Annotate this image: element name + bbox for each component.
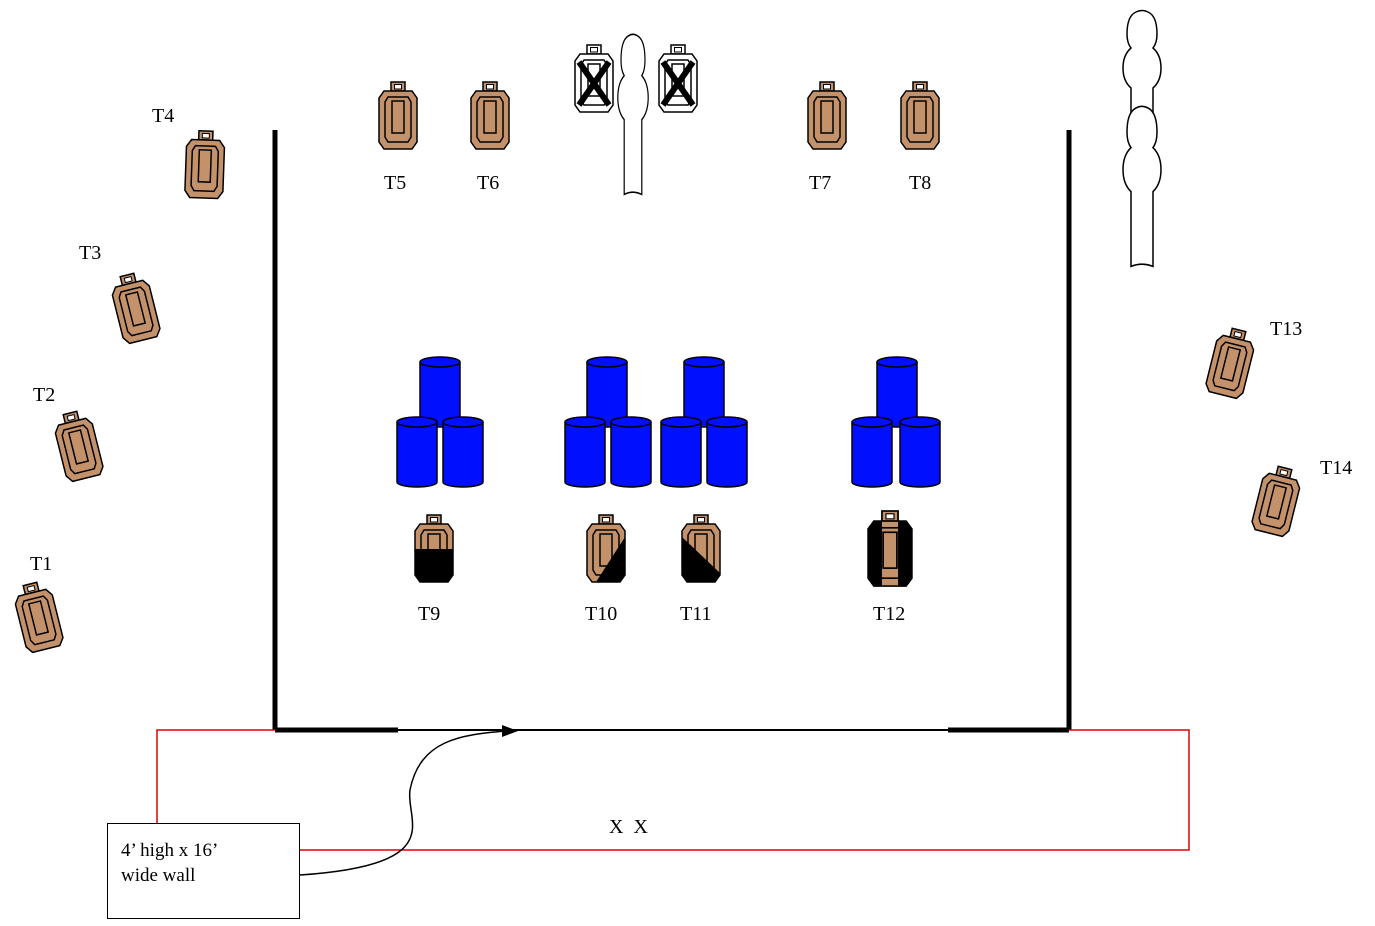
wall-callout-box: 4’ high x 16’ wide wall xyxy=(107,823,300,919)
label-t7: T7 xyxy=(809,172,831,194)
paper-target-icon xyxy=(1249,462,1305,539)
paper-target-icon xyxy=(50,407,106,484)
label-t14: T14 xyxy=(1320,457,1352,479)
paper-target-icon xyxy=(10,578,66,655)
barrel-stack-left xyxy=(396,356,484,488)
paper-target-icon xyxy=(107,269,163,346)
hardcover-target-icon xyxy=(414,514,454,583)
paper-target-icon xyxy=(807,81,847,150)
label-t11: T11 xyxy=(680,603,711,625)
barrel-icon xyxy=(706,416,748,488)
no-shoot-target-icon xyxy=(659,45,697,112)
hardcover-target-icon xyxy=(681,514,721,583)
callout-line-1: 4’ high x 16’ xyxy=(121,840,219,861)
barrel-icon xyxy=(564,416,606,488)
barrel-stack-center-b xyxy=(660,356,748,488)
paper-target-icon xyxy=(183,129,226,200)
barrel-stack-right xyxy=(851,356,941,488)
no-shoot-target-icon xyxy=(575,45,613,112)
label-t1: T1 xyxy=(30,553,52,575)
label-t10: T10 xyxy=(585,603,617,625)
barrel-icon xyxy=(396,416,438,488)
steel-popper-icon xyxy=(1122,105,1162,268)
barrel-icon xyxy=(683,356,725,428)
shooting-area-boundary xyxy=(156,729,1190,851)
barrel-icon xyxy=(419,356,461,428)
steel-popper-icon xyxy=(616,33,650,196)
label-t9: T9 xyxy=(418,603,440,625)
label-t13: T13 xyxy=(1270,318,1302,340)
barrel-icon xyxy=(876,356,918,428)
label-t12: T12 xyxy=(873,603,905,625)
barrel-icon xyxy=(586,356,628,428)
label-t3: T3 xyxy=(79,242,101,264)
shooting-positions: X X xyxy=(609,816,648,838)
paper-target-icon xyxy=(470,81,510,150)
barrel-stack-center-a xyxy=(564,356,652,488)
callout-arrow xyxy=(299,725,518,876)
paper-target-icon xyxy=(900,81,940,150)
barrel-icon xyxy=(899,416,941,488)
label-t6: T6 xyxy=(477,172,499,194)
paper-target-icon xyxy=(378,81,418,150)
label-t8: T8 xyxy=(909,172,931,194)
barrel-icon xyxy=(610,416,652,488)
barrel-icon xyxy=(851,416,893,488)
label-t2: T2 xyxy=(33,384,55,406)
barrel-icon xyxy=(442,416,484,488)
paper-target-icon xyxy=(1203,324,1259,401)
callout-line-2: wide wall xyxy=(121,865,196,886)
label-t5: T5 xyxy=(384,172,406,194)
barrel-icon xyxy=(660,416,702,488)
hardcover-target-icon xyxy=(586,514,626,583)
hardcover-target-icon xyxy=(867,510,913,587)
label-t4: T4 xyxy=(152,105,174,127)
